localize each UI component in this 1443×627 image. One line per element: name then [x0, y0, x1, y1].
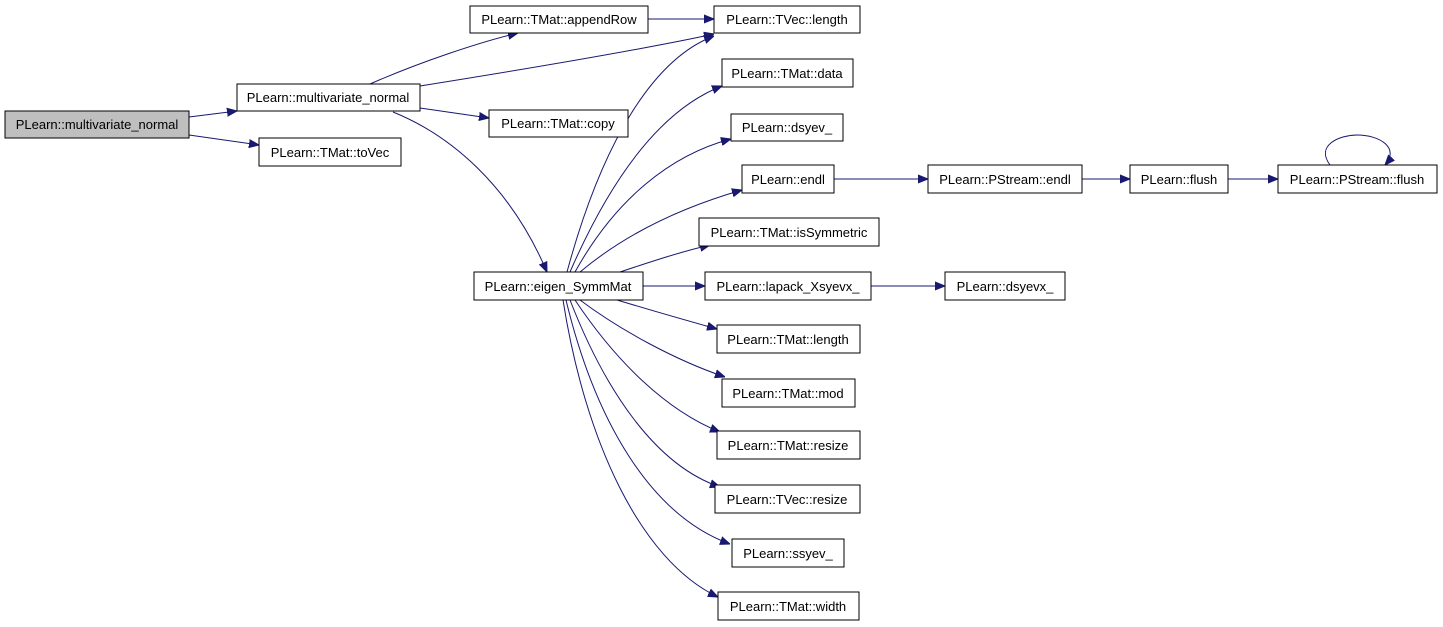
edge-eigen-to-tmatresize: [574, 299, 720, 432]
edge-eigen-to-tvecresize: [569, 299, 720, 487]
node-tvec-length[interactable]: PLearn::TVec::length: [713, 5, 861, 34]
edge-eigen-to-width: [562, 299, 718, 597]
node-tmat-length[interactable]: PLearn::TMat::length: [716, 324, 861, 354]
node-pstream-endl-label: PLearn::PStream::endl: [939, 172, 1071, 187]
node-dsyev-label: PLearn::dsyev_: [742, 120, 833, 135]
node-lapack-xsyevx[interactable]: PLearn::lapack_Xsyevx_: [704, 271, 872, 301]
edge-mvn-to-tveclen: [419, 34, 714, 87]
node-tmat-mod[interactable]: PLearn::TMat::mod: [721, 378, 856, 408]
node-multivariate-normal[interactable]: PLearn::multivariate_normal: [236, 83, 421, 112]
node-ssyev-label: PLearn::ssyev_: [743, 546, 833, 561]
node-tmat-tovec[interactable]: PLearn::TMat::toVec: [258, 137, 402, 167]
node-tmat-width[interactable]: PLearn::TMat::width: [717, 591, 860, 621]
node-tmat-width-label: PLearn::TMat::width: [730, 599, 846, 614]
edge-root-to-tovec: [188, 134, 259, 145]
node-tmat-mod-label: PLearn::TMat::mod: [732, 386, 843, 401]
node-tmat-appendrow[interactable]: PLearn::TMat::appendRow: [469, 5, 649, 34]
node-tmat-issymmetric-label: PLearn::TMat::isSymmetric: [711, 225, 868, 240]
node-flush[interactable]: PLearn::flush: [1129, 164, 1229, 194]
node-root-label: PLearn::multivariate_normal: [16, 117, 179, 132]
node-tmat-length-label: PLearn::TMat::length: [727, 332, 848, 347]
edge-eigen-to-tveclen: [566, 36, 714, 273]
node-dsyev[interactable]: PLearn::dsyev_: [730, 113, 844, 142]
node-pstream-flush-label: PLearn::PStream::flush: [1290, 172, 1424, 187]
edge-eigen-to-ssyev: [565, 299, 730, 544]
node-tvec-resize-label: PLearn::TVec::resize: [727, 492, 848, 507]
edge-eigen-to-endl: [579, 190, 742, 273]
node-tvec-resize[interactable]: PLearn::TVec::resize: [714, 484, 861, 514]
node-dsyevx[interactable]: PLearn::dsyevx_: [944, 271, 1066, 301]
edge-root-to-mvn: [188, 111, 237, 118]
node-lapack-xsyevx-label: PLearn::lapack_Xsyevx_: [716, 279, 860, 294]
edge-eigen-to-data: [569, 86, 722, 273]
node-root[interactable]: PLearn::multivariate_normal: [4, 110, 190, 139]
node-ssyev[interactable]: PLearn::ssyev_: [731, 538, 845, 568]
node-tvec-length-label: PLearn::TVec::length: [726, 12, 847, 27]
node-endl[interactable]: PLearn::endl: [741, 164, 835, 194]
node-tmat-resize[interactable]: PLearn::TMat::resize: [716, 430, 861, 460]
node-tmat-copy[interactable]: PLearn::TMat::copy: [488, 109, 629, 138]
node-tmat-tovec-label: PLearn::TMat::toVec: [271, 145, 390, 160]
edge-pflush-self-loop: [1324, 134, 1390, 165]
node-endl-label: PLearn::endl: [751, 172, 825, 187]
edge-eigen-to-dsyev: [574, 139, 731, 273]
nodes: PLearn::multivariate_normal PLearn::mult…: [4, 5, 1438, 621]
node-flush-label: PLearn::flush: [1141, 172, 1218, 187]
node-eigen-symmmat-label: PLearn::eigen_SymmMat: [485, 279, 632, 294]
edge-eigen-to-issym: [619, 245, 710, 273]
node-dsyevx-label: PLearn::dsyevx_: [957, 279, 1055, 294]
node-tmat-copy-label: PLearn::TMat::copy: [501, 116, 615, 131]
node-tmat-resize-label: PLearn::TMat::resize: [728, 438, 849, 453]
node-tmat-appendrow-label: PLearn::TMat::appendRow: [481, 12, 637, 27]
edge-mvn-to-copy: [419, 107, 489, 118]
node-tmat-data[interactable]: PLearn::TMat::data: [721, 58, 854, 88]
node-tmat-issymmetric[interactable]: PLearn::TMat::isSymmetric: [698, 217, 880, 247]
edges: [188, 19, 1390, 597]
node-multivariate-normal-label: PLearn::multivariate_normal: [247, 90, 410, 105]
edge-mvn-to-eigen: [392, 111, 547, 272]
edge-mvn-to-appendrow: [369, 33, 518, 85]
edge-eigen-to-tmatlen: [616, 299, 717, 329]
node-eigen-symmmat[interactable]: PLearn::eigen_SymmMat: [473, 271, 644, 301]
node-tmat-data-label: PLearn::TMat::data: [731, 66, 843, 81]
node-pstream-flush[interactable]: PLearn::PStream::flush: [1277, 164, 1438, 194]
node-pstream-endl[interactable]: PLearn::PStream::endl: [927, 164, 1083, 194]
edge-eigen-to-mod: [579, 299, 725, 377]
